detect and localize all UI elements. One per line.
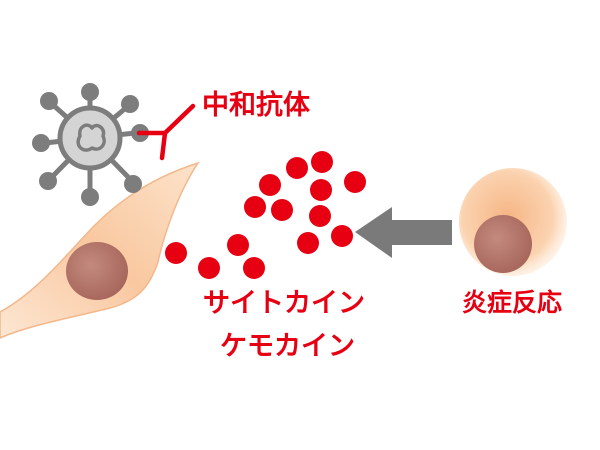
antibody-label: 中和抗体 (202, 90, 310, 121)
cytokine-dot (331, 225, 353, 247)
cytokine-dot (344, 171, 366, 193)
elongated-cell-nucleus (66, 242, 128, 300)
elongated-cell (0, 161, 200, 339)
immune-cell (459, 168, 567, 276)
cytokine-dot (310, 179, 332, 201)
cytokine-dot (165, 242, 187, 264)
cytokine-dot (243, 257, 265, 279)
chemokine-label: ケモカイン (220, 331, 355, 362)
cytokine-dot (271, 199, 293, 221)
cytokine-dot (198, 257, 220, 279)
cytokine-dot (309, 205, 331, 227)
cytokine-dots (165, 151, 366, 279)
cytokine-dot (244, 196, 266, 218)
cytokine-dot (297, 232, 319, 254)
virus-genome-icon (76, 123, 106, 152)
cytokine-dot (311, 151, 333, 173)
cytokine-dot (286, 157, 308, 179)
immune-cell-nucleus (474, 215, 532, 273)
cytokine-label: サイトカイン (203, 288, 365, 319)
antibody-icon (136, 103, 196, 161)
cytokine-dot (259, 174, 281, 196)
cytokine-dot (227, 234, 249, 256)
arrow-left-icon (355, 207, 452, 258)
inflammation-label: 炎症反応 (462, 288, 563, 317)
virus-icon (32, 83, 149, 206)
